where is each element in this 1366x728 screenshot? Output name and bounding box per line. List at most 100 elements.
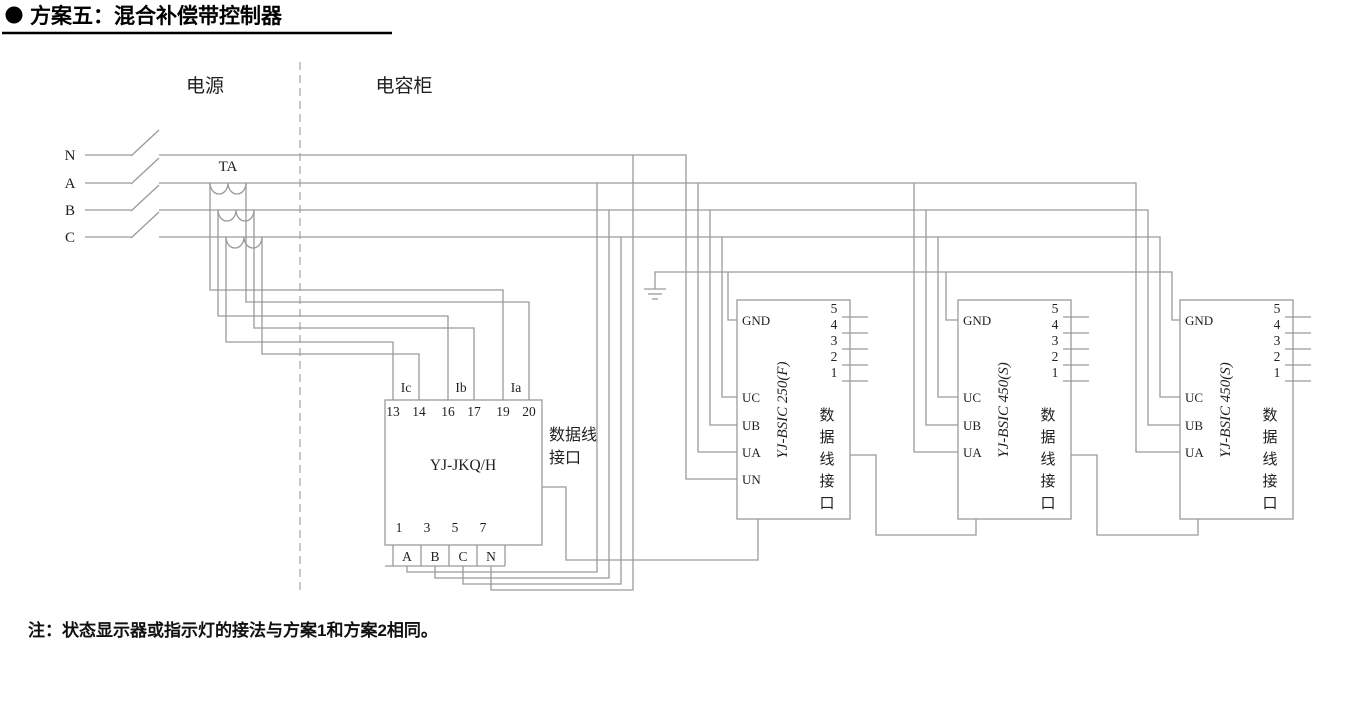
phase-sense-wires — [406, 155, 634, 591]
footer-note: 注：状态显示器或指示灯的接法与方案1和方案2相同。 — [28, 620, 438, 640]
module-3-data-char-3: 线 — [1262, 451, 1277, 468]
module-1-data-char-2: 据 — [819, 429, 834, 446]
ct-coil-a — [209, 182, 247, 195]
ct-coil-b — [217, 209, 255, 222]
terminal-14: 14 — [412, 404, 426, 419]
controller-model: YJ-JKQ/H — [430, 457, 496, 474]
module-3-data-char-1: 数 — [1262, 407, 1277, 424]
module-3-out-1: 1 — [1274, 365, 1281, 380]
module-2-terminal-gnd: GND — [963, 313, 991, 328]
module-3-out-5: 5 — [1274, 301, 1281, 316]
module-2: GND UC UB UA 5 4 3 2 1 YJ-BSIC 450(S) 数 … — [957, 299, 1089, 520]
strip-phase-n: N — [486, 549, 496, 564]
terminal-7: 7 — [480, 520, 487, 535]
module-1-box — [736, 299, 851, 520]
ct-input-label-ib: Ib — [455, 380, 466, 395]
phase-label-n: N — [65, 148, 76, 164]
module-3-data-char-2: 据 — [1262, 429, 1277, 446]
module-1-terminal-un: UN — [742, 472, 761, 487]
terminal-3: 3 — [424, 520, 431, 535]
data-wire-module-2-to-3 — [1071, 454, 1199, 536]
page-title: 方案五：混合补偿带控制器 — [30, 4, 283, 28]
module-1-data-char-5: 口 — [819, 495, 834, 512]
bullet-icon — [5, 6, 23, 24]
data-wire-controller-to-module-1 — [542, 486, 759, 561]
module-1-terminal-ub: UB — [742, 418, 760, 433]
phase-label-b: B — [65, 203, 75, 219]
terminal-1: 1 — [396, 520, 403, 535]
current-transformers: TA — [209, 159, 263, 249]
ct-coil-c — [225, 236, 263, 249]
module-2-data-char-3: 线 — [1040, 451, 1055, 468]
module-3-box — [1179, 299, 1294, 520]
controller-data-label-2: 接口 — [549, 449, 581, 467]
module-2-out-2: 2 — [1052, 349, 1059, 364]
module-3-terminal-ub: UB — [1185, 418, 1203, 433]
module-2-out-1: 1 — [1052, 365, 1059, 380]
data-bus-wires — [542, 454, 1199, 561]
module-1-out-1: 1 — [831, 365, 838, 380]
module-1-out-2: 2 — [831, 349, 838, 364]
terminal-13: 13 — [386, 404, 400, 419]
module-1-terminal-ua: UA — [742, 445, 761, 460]
module-1-data-char-4: 接 — [819, 473, 834, 490]
terminal-19: 19 — [496, 404, 510, 419]
terminal-5: 5 — [452, 520, 459, 535]
controller-data-label-1: 数据线 — [549, 426, 597, 444]
module-2-terminal-uc: UC — [963, 390, 981, 405]
module-3: GND UC UB UA 5 4 3 2 1 YJ-BSIC 450(S) 数 … — [1179, 299, 1311, 520]
module-2-data-char-4: 接 — [1040, 473, 1055, 490]
phase-wire-b — [159, 209, 1180, 426]
module-2-data-char-5: 口 — [1040, 495, 1055, 512]
module-3-terminal-gnd: GND — [1185, 313, 1213, 328]
module-1-out-3: 3 — [831, 333, 838, 348]
ct-label: TA — [219, 159, 238, 175]
module-2-out-5: 5 — [1052, 301, 1059, 316]
module-3-out-3: 3 — [1274, 333, 1281, 348]
module-3-terminal-ua: UA — [1185, 445, 1204, 460]
section-label-power: 电源 — [186, 75, 224, 97]
phase-lines — [85, 129, 1180, 480]
strip-phase-a: A — [402, 549, 412, 564]
phase-labels: N A B C — [65, 148, 76, 246]
switch-blade-b — [130, 184, 160, 212]
switch-blade-c — [130, 211, 160, 239]
phase-wire-n — [159, 154, 737, 480]
module-3-out-2: 2 — [1274, 349, 1281, 364]
ground-symbol — [644, 271, 1180, 321]
switch-blade-a — [130, 157, 160, 185]
ct-input-label-ia: Ia — [511, 380, 522, 395]
data-wire-module-1-to-2 — [850, 454, 977, 536]
phase-label-c: C — [65, 230, 75, 246]
module-1-terminal-gnd: GND — [742, 313, 770, 328]
module-3-out-4: 4 — [1274, 317, 1281, 332]
switch-blade-n — [130, 129, 160, 157]
terminal-16: 16 — [441, 404, 455, 419]
title-bar: 方案五：混合补偿带控制器 — [2, 4, 392, 35]
module-1-out-5: 5 — [831, 301, 838, 316]
module-1-data-char-3: 线 — [819, 451, 834, 468]
ground-bus — [654, 271, 1180, 321]
terminal-20: 20 — [522, 404, 536, 419]
phase-wire-c — [159, 236, 1180, 398]
controller: Ic Ib Ia 13 14 16 17 19 20 YJ-JKQ/H 1 3 … — [384, 380, 597, 546]
phase-wire-a — [159, 182, 1180, 453]
ct-input-label-ic: Ic — [401, 380, 412, 395]
section-label-cabinet: 电容柜 — [375, 75, 432, 97]
module-3-model: YJ-BSIC 450(S) — [1218, 362, 1234, 457]
controller-box — [384, 399, 543, 546]
module-3-data-char-4: 接 — [1262, 473, 1277, 490]
strip-phase-b: B — [430, 549, 439, 564]
bottom-terminal-strip: A B C N — [385, 545, 506, 567]
module-1-out-4: 4 — [831, 317, 838, 332]
module-1-model: YJ-BSIC 250(F) — [775, 361, 791, 458]
module-1-terminal-uc: UC — [742, 390, 760, 405]
module-2-data-char-2: 据 — [1040, 429, 1055, 446]
strip-phase-c: C — [458, 549, 467, 564]
phase-label-a: A — [65, 176, 76, 192]
module-2-model: YJ-BSIC 450(S) — [996, 362, 1012, 457]
module-1: GND UC UB UA UN 5 4 3 2 1 YJ-BSIC 250(F)… — [736, 299, 868, 520]
module-1-data-char-1: 数 — [819, 407, 834, 424]
